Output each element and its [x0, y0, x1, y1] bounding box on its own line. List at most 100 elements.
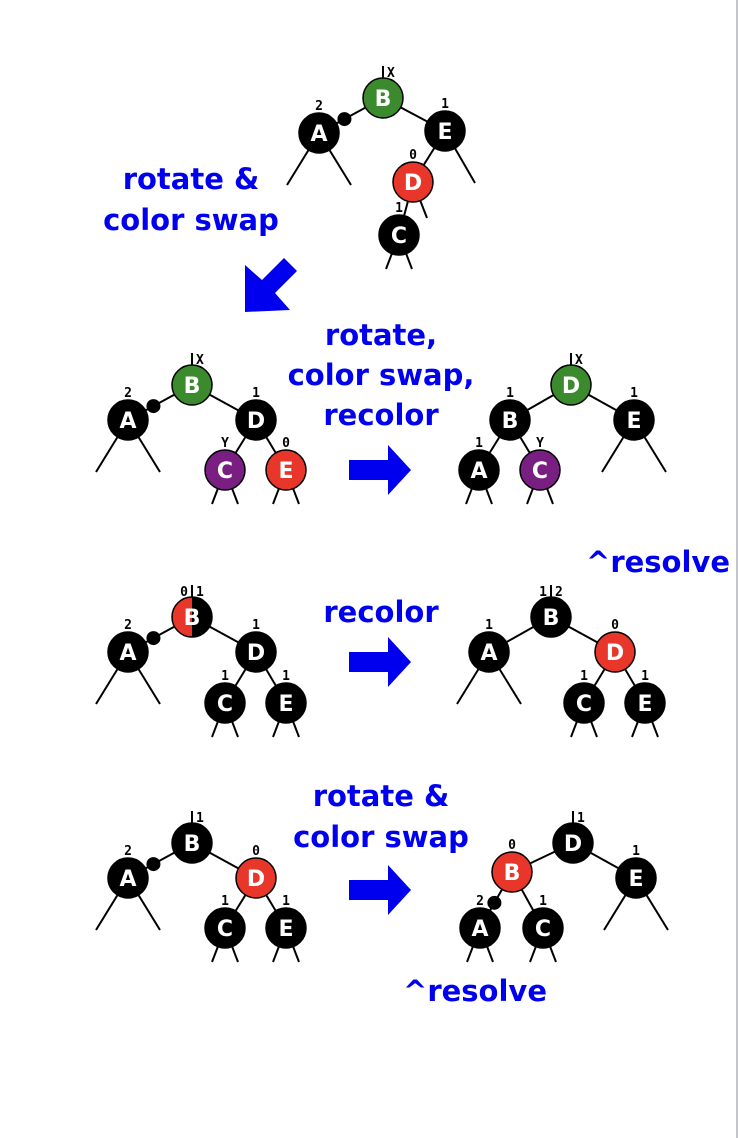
tree-node-e: E1 — [265, 669, 307, 724]
node-key: A — [471, 917, 488, 942]
tree-node-d: D0 — [235, 844, 277, 899]
node-key: D — [247, 867, 265, 892]
black-height-label: 1 — [395, 201, 403, 216]
black-height-label: 0 — [409, 148, 417, 163]
node-circle — [550, 364, 592, 406]
black-height-label: 0 — [282, 436, 290, 451]
node-circle — [615, 857, 657, 899]
caption-line: recolor — [323, 398, 439, 432]
node-key: A — [119, 867, 136, 892]
node-circle — [519, 449, 561, 491]
tree-node-c: C1 — [522, 894, 564, 949]
black-height-label: 0 — [252, 844, 260, 859]
black-height-label: 1 — [196, 811, 204, 826]
node-key: D — [247, 641, 265, 666]
black-height-before: 0 — [180, 585, 188, 600]
tree-node-d: D1 — [235, 618, 277, 673]
black-height-label: 1 — [221, 669, 229, 684]
tree-node-a: A2 — [107, 618, 161, 673]
node-key: C — [217, 917, 233, 942]
tree-node-d: DX — [550, 353, 592, 406]
node-key: C — [217, 692, 233, 717]
black-height-label: 1 — [441, 97, 449, 112]
tree-node-e: E1 — [624, 669, 666, 724]
black-height-after: 1 — [196, 585, 204, 600]
tree-node-c: C1 — [563, 669, 605, 724]
node-circle — [107, 857, 149, 899]
black-height-label: 1 — [282, 669, 290, 684]
node-key: B — [504, 861, 521, 886]
node-circle — [235, 857, 277, 899]
node-key: D — [562, 374, 580, 399]
node-circle — [298, 112, 340, 154]
tree-node-b: B0 — [491, 838, 533, 893]
tree-node-a: A1 — [458, 436, 500, 491]
black-height-label: X — [387, 66, 395, 81]
node-circle — [235, 399, 277, 441]
node-circle — [468, 631, 510, 673]
node-key: C — [532, 459, 548, 484]
node-circle — [235, 631, 277, 673]
node-key: C — [391, 224, 407, 249]
node-key: A — [480, 641, 497, 666]
node-key: D — [404, 171, 422, 196]
node-half-black — [192, 597, 212, 637]
node-circle — [204, 907, 246, 949]
node-key: E — [278, 459, 293, 484]
black-height-label: 2 — [124, 618, 132, 633]
black-height-label: 1 — [221, 894, 229, 909]
black-height-after: 2 — [555, 585, 563, 600]
caption-line: rotate, — [325, 318, 437, 352]
tree-node-c: C1 — [204, 669, 246, 724]
tree-node-a: A2 — [298, 99, 352, 154]
black-height-label: 1 — [641, 669, 649, 684]
black-height-label: 1 — [485, 618, 493, 633]
extra-black-dot — [337, 112, 352, 127]
black-height-label: 1 — [632, 844, 640, 859]
node-key: B — [543, 606, 560, 631]
arrow-right-icon — [349, 637, 411, 687]
tree-node-b: BX — [171, 353, 213, 406]
black-height-label: 1 — [630, 386, 638, 401]
node-circle — [594, 631, 636, 673]
node-circle — [530, 596, 572, 638]
node-key: C — [217, 459, 233, 484]
arrow-right-icon — [349, 445, 411, 495]
resolve-label-step3: ^resolve — [586, 545, 730, 579]
node-circle — [265, 682, 307, 724]
node-circle — [552, 822, 594, 864]
node-key: E — [626, 409, 641, 434]
node-circle — [378, 214, 420, 256]
node-circle — [204, 682, 246, 724]
scrollbar[interactable] — [736, 0, 738, 1138]
node-circle — [204, 449, 246, 491]
caption-step1: rotate & color swap — [103, 162, 279, 237]
extra-black-dot — [146, 857, 161, 872]
node-key: C — [576, 692, 592, 717]
black-height-label: X — [575, 353, 583, 368]
node-key: E — [628, 867, 643, 892]
node-circle — [107, 399, 149, 441]
black-height-label: 0 — [508, 838, 516, 853]
tree-node-d: D0 — [392, 148, 434, 203]
tree-node-e: E1 — [424, 97, 466, 152]
node-key: A — [119, 409, 136, 434]
arrow-down-left-icon — [245, 258, 297, 312]
caption-line: color swap — [293, 820, 469, 854]
node-circle — [491, 851, 533, 893]
node-key: B — [184, 832, 201, 857]
node-circle — [563, 682, 605, 724]
black-height-label: 0 — [611, 618, 619, 633]
node-key: D — [247, 409, 265, 434]
caption-line: rotate & — [313, 779, 450, 813]
tree-node-e: E1 — [265, 894, 307, 949]
black-height-label: X — [196, 353, 204, 368]
node-key: B — [184, 374, 201, 399]
caption-line: color swap, — [288, 358, 475, 392]
